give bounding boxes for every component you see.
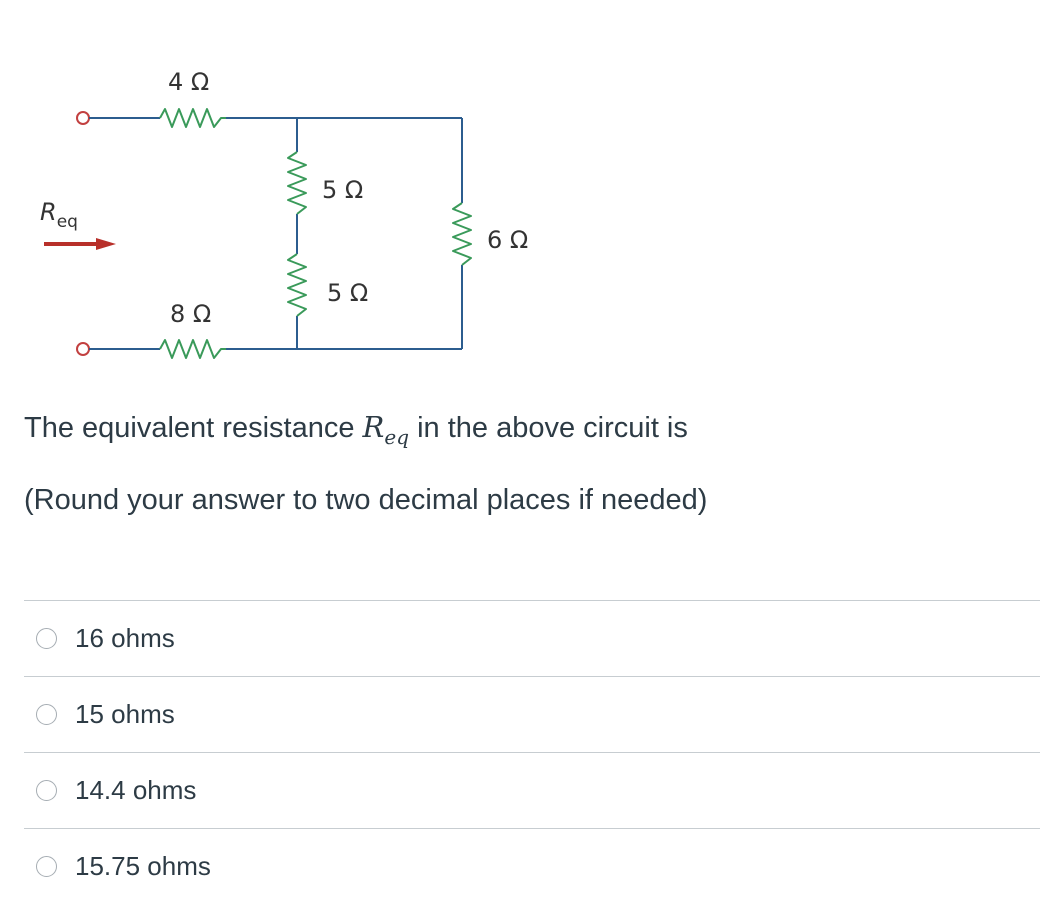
- answer-label: 15.75 ohms: [75, 851, 211, 881]
- label-8-ohm: 8 Ω: [170, 300, 211, 328]
- req-label: Req: [40, 198, 78, 232]
- question-text-before: The equivalent resistance: [24, 412, 363, 444]
- radio-button[interactable]: [36, 704, 57, 725]
- answer-option[interactable]: 16 ohms: [24, 600, 1040, 676]
- answer-option[interactable]: 15.75 ohms: [24, 828, 1040, 904]
- req-subscript: eq: [57, 212, 78, 232]
- question-hint: (Round your answer to two decimal places…: [24, 484, 708, 516]
- resistor-8-ohm: [159, 339, 226, 359]
- answer-label: 15 ohms: [75, 699, 175, 729]
- label-5-ohm-upper: 5 Ω: [322, 176, 363, 204]
- radio-button[interactable]: [36, 628, 57, 649]
- label-4-ohm: 4 Ω: [168, 68, 209, 96]
- answer-label: 14.4 ohms: [75, 775, 197, 805]
- answer-label: 16 ohms: [75, 623, 175, 653]
- answer-list: 16 ohms 15 ohms 14.4 ohms 15.75 ohms: [24, 600, 1040, 904]
- answer-option[interactable]: 15 ohms: [24, 676, 1040, 752]
- resistor-5-ohm-lower: [287, 253, 307, 317]
- radio-button[interactable]: [36, 780, 57, 801]
- resistor-5-ohm-upper: [287, 151, 307, 215]
- resistor-6-ohm: [452, 202, 472, 266]
- bottom-terminal: [76, 342, 90, 356]
- top-terminal: [76, 111, 90, 125]
- question-math: Req: [362, 410, 409, 449]
- label-5-ohm-lower: 5 Ω: [327, 279, 368, 307]
- answer-option[interactable]: 14.4 ohms: [24, 752, 1040, 828]
- question-text: The equivalent resistance Req in the abo…: [24, 410, 688, 449]
- label-6-ohm: 6 Ω: [487, 226, 528, 254]
- radio-button[interactable]: [36, 856, 57, 877]
- resistor-4-ohm: [159, 108, 226, 128]
- circuit-diagram: 4 Ω 8 Ω 5 Ω 5 Ω 6 Ω Req: [40, 68, 528, 359]
- question-text-after: in the above circuit is: [409, 412, 688, 444]
- req-symbol: R: [40, 198, 57, 226]
- math-symbol: R: [362, 410, 385, 444]
- req-arrow-icon: [44, 238, 116, 250]
- circuit-wires: [89, 117, 463, 350]
- math-subscript: eq: [384, 424, 410, 449]
